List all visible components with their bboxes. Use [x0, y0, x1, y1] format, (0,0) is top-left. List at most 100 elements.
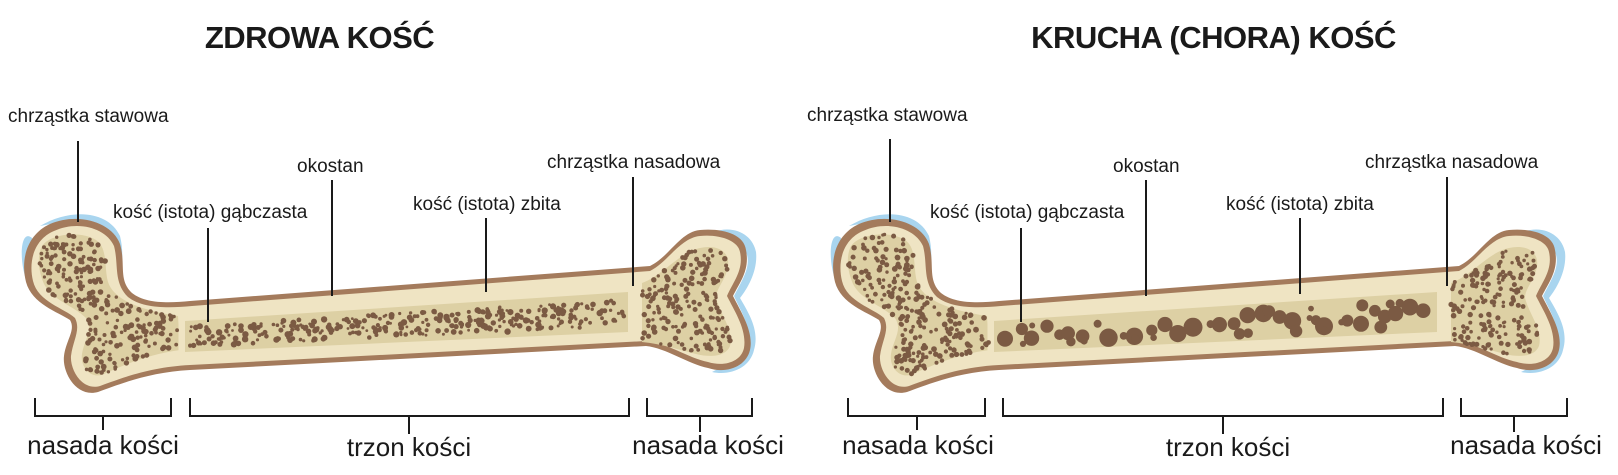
- pore: [1500, 269, 1506, 275]
- pore: [98, 359, 104, 365]
- pore: [215, 329, 223, 336]
- pore: [706, 343, 712, 349]
- pore: [78, 267, 83, 272]
- pore: [88, 268, 94, 274]
- pore: [507, 309, 514, 316]
- pore: [224, 328, 229, 333]
- pore: [1480, 281, 1485, 286]
- pore: [905, 314, 910, 320]
- pore: [899, 366, 905, 371]
- pore: [46, 287, 52, 293]
- pore: [1451, 284, 1456, 289]
- pore: [956, 331, 962, 336]
- pore: [160, 318, 167, 324]
- pore: [373, 314, 378, 319]
- pore: [909, 264, 914, 270]
- pore: [553, 307, 559, 313]
- pore: [1515, 302, 1521, 308]
- pore: [698, 314, 703, 319]
- pore: [453, 319, 458, 324]
- pore: [894, 358, 900, 365]
- pore: [1150, 334, 1157, 342]
- pore: [1505, 341, 1511, 348]
- pore: [919, 294, 925, 300]
- pore: [389, 321, 392, 325]
- pore: [131, 353, 136, 358]
- pore: [525, 318, 531, 323]
- pore: [143, 339, 148, 344]
- pore: [1516, 323, 1522, 329]
- pore: [152, 341, 157, 346]
- pore: [114, 307, 120, 313]
- pore: [663, 327, 669, 332]
- pore: [894, 254, 900, 260]
- pore: [271, 322, 276, 327]
- pore: [123, 360, 130, 366]
- pore: [1475, 281, 1480, 286]
- pore: [453, 324, 459, 330]
- pore: [568, 315, 574, 321]
- pore: [720, 334, 726, 339]
- pore: [1448, 301, 1454, 308]
- pore: [473, 318, 477, 323]
- pore: [714, 294, 718, 298]
- pore: [716, 278, 721, 283]
- pore: [900, 333, 905, 338]
- pore: [1453, 337, 1457, 342]
- pore: [1503, 273, 1508, 278]
- pore: [83, 356, 89, 362]
- pore: [1473, 272, 1480, 278]
- pore: [1464, 326, 1470, 331]
- pore: [680, 265, 686, 271]
- pore: [934, 327, 938, 332]
- pore: [80, 260, 85, 265]
- pore: [1514, 287, 1521, 293]
- pore: [97, 289, 104, 295]
- pore: [718, 274, 723, 279]
- pore: [275, 323, 280, 328]
- pore: [928, 350, 933, 355]
- pore: [241, 336, 249, 343]
- pore: [854, 279, 861, 285]
- pore: [330, 328, 335, 333]
- pore: [504, 328, 511, 335]
- pore: [242, 331, 249, 338]
- pore: [92, 262, 96, 267]
- pore: [106, 370, 111, 374]
- pore: [511, 324, 516, 328]
- pore: [217, 341, 223, 347]
- pore: [1502, 325, 1506, 329]
- pore: [1480, 296, 1484, 301]
- pore: [1496, 334, 1502, 340]
- pore: [866, 275, 872, 281]
- pore: [385, 320, 391, 326]
- pore: [231, 329, 234, 332]
- pore: [596, 309, 603, 317]
- pore: [97, 337, 102, 342]
- pore: [1520, 304, 1526, 309]
- pore: [574, 317, 578, 321]
- pore: [653, 284, 657, 289]
- pore: [1500, 255, 1505, 259]
- pore: [905, 259, 909, 263]
- pore: [42, 245, 46, 250]
- pore: [154, 311, 158, 315]
- pore: [224, 323, 231, 329]
- pore: [948, 326, 954, 332]
- pore: [696, 280, 700, 285]
- pore: [88, 241, 95, 247]
- pore: [651, 318, 655, 322]
- pore: [683, 293, 689, 299]
- pore: [99, 280, 103, 285]
- pore: [157, 323, 163, 329]
- pore: [1474, 341, 1480, 347]
- bracket-epiphysis-right: [646, 398, 753, 417]
- pore: [874, 256, 879, 261]
- pore: [608, 308, 613, 312]
- pore: [480, 318, 485, 324]
- pore: [890, 290, 895, 295]
- pore: [94, 332, 98, 336]
- pore: [408, 311, 413, 315]
- pore: [1482, 287, 1486, 292]
- pore: [95, 364, 101, 370]
